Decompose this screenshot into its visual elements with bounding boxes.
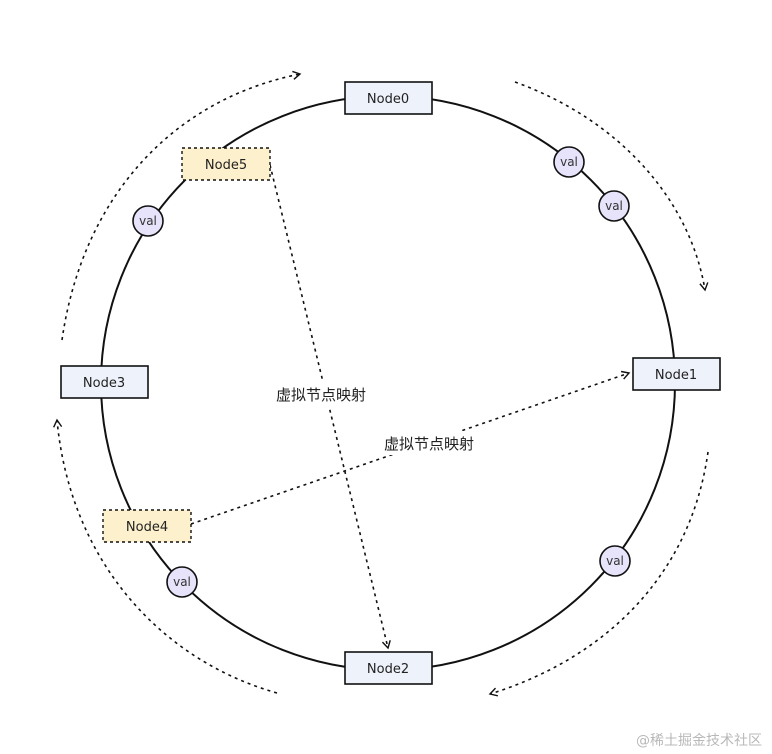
svg-text:val: val — [606, 554, 624, 568]
direction-arrow-top-right — [514, 81, 709, 292]
direction-arrow-bottom-left — [53, 418, 278, 694]
svg-text:val: val — [560, 155, 578, 169]
svg-text:Node0: Node0 — [367, 92, 409, 107]
svg-text:Node5: Node5 — [205, 158, 247, 173]
svg-text:val: val — [139, 214, 157, 228]
svg-text:val: val — [605, 199, 623, 213]
svg-text:Node1: Node1 — [655, 368, 697, 383]
node-3: Node3 — [60, 365, 149, 399]
node-1: Node1 — [632, 357, 721, 391]
watermark: @稀土掘金技术社区 — [636, 733, 762, 749]
svg-text:Node2: Node2 — [367, 662, 409, 677]
virtual-node-4: Node4 — [102, 509, 192, 543]
val-point: val — [598, 190, 630, 222]
val-point: val — [553, 146, 585, 178]
mapping-label-left: 虚拟节点映射 — [274, 382, 378, 406]
svg-text:Node3: Node3 — [83, 376, 125, 391]
virtual-node-5: Node5 — [181, 147, 271, 181]
val-point: val — [599, 545, 631, 577]
direction-arrow-bottom-right — [488, 451, 709, 697]
val-point: val — [166, 566, 198, 598]
direction-arrow-top-left — [61, 70, 302, 341]
val-point: val — [132, 205, 164, 237]
node-2: Node2 — [344, 651, 433, 685]
svg-text:虚拟节点映射: 虚拟节点映射 — [384, 435, 474, 453]
node-0: Node0 — [344, 81, 433, 115]
mapping-label-right: 虚拟节点映射 — [382, 431, 486, 455]
svg-text:Node4: Node4 — [126, 520, 168, 535]
svg-text:虚拟节点映射: 虚拟节点映射 — [276, 386, 366, 404]
mapping-line-node5-to-node2 — [269, 164, 391, 650]
svg-text:val: val — [173, 575, 191, 589]
